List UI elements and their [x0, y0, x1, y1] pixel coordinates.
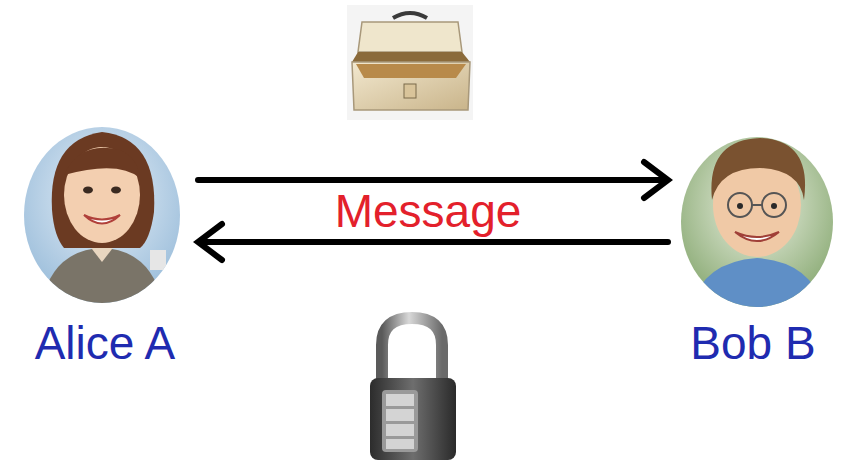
arrow-head — [644, 162, 668, 198]
bob-portrait — [681, 137, 833, 312]
person-name: Alice A — [12, 320, 198, 366]
arrow-line — [200, 239, 668, 245]
message-label: Message — [335, 188, 522, 234]
person-node: Bob B — [668, 128, 838, 374]
alice-portrait — [24, 127, 180, 310]
open-box — [347, 5, 473, 120]
arrow-line — [198, 177, 666, 183]
arrow-head — [198, 224, 222, 260]
padlock — [370, 318, 456, 460]
person-node: Alice A — [12, 128, 198, 374]
person-name: Bob B — [668, 320, 838, 366]
